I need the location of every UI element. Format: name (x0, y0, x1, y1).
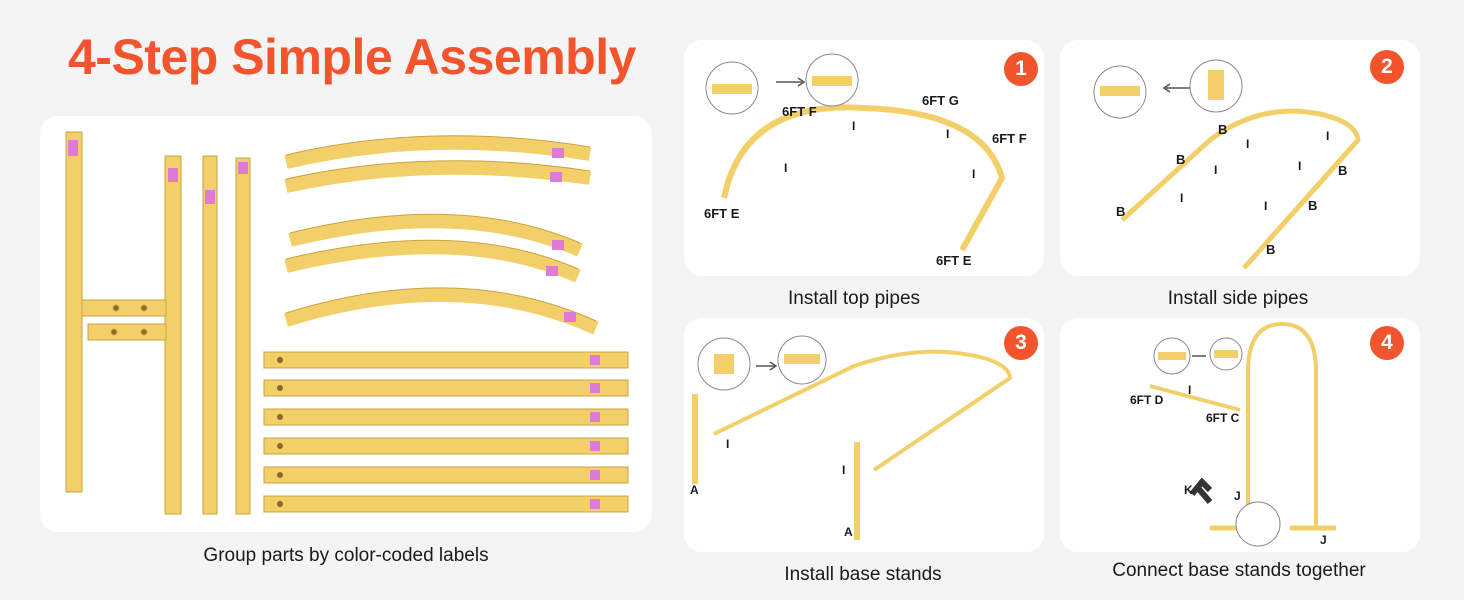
step-2-caption: Install side pipes (1167, 288, 1309, 309)
label-6ft-g: 6FT G (922, 93, 959, 108)
label-i-3: I (946, 127, 949, 141)
label-i-1: I (726, 437, 729, 451)
label-b-4: B (1338, 163, 1347, 178)
loose-base-pipe (1149, 384, 1241, 412)
straight-pipes (263, 351, 629, 513)
left-base-stand (692, 394, 698, 484)
step-4-caption: Connect base stands together (1112, 560, 1366, 581)
step-1-badge: 1 (1004, 52, 1038, 86)
label-i-4: I (1326, 129, 1329, 143)
label-j-top: J (1234, 489, 1241, 503)
page-title: 4-Step Simple Assembly (68, 29, 636, 85)
label-i-2: I (842, 463, 845, 477)
step-4-badge: 4 (1370, 326, 1404, 360)
label-k: K (1184, 483, 1193, 497)
label-i-1: I (1246, 137, 1249, 151)
label-b-1: B (1218, 122, 1227, 137)
label-a-left: A (690, 483, 699, 497)
label-6ft-c: 6FT C (1206, 411, 1240, 425)
label-i-1: I (784, 161, 787, 175)
curved-pipes (283, 135, 599, 335)
side-arch (1120, 108, 1361, 270)
frame-arch (713, 349, 1013, 472)
label-b-3: B (1116, 204, 1125, 219)
label-i-2: I (1214, 163, 1217, 177)
label-b-2: B (1176, 152, 1185, 167)
t-knob (1189, 477, 1213, 504)
label-b-6: B (1266, 242, 1275, 257)
step-1-illustration: 6FT F 6FT G 6FT F 6FT E 6FT E I I I I (704, 53, 1027, 268)
vertical-poles (65, 131, 251, 515)
step-3-card: A A I I 3 (684, 318, 1044, 552)
pink-labels (68, 140, 248, 204)
step-2-illustration: B B B B B B I I I I I I (1093, 59, 1361, 270)
top-arch (721, 104, 1006, 252)
label-6ft-d: 6FT D (1130, 393, 1164, 407)
step-4-illustration: 6FT D 6FT C K J J I (1130, 321, 1336, 547)
label-6ft-e-left: 6FT E (704, 206, 740, 221)
step-1-card: 6FT F 6FT G 6FT F 6FT E 6FT E I I I I 1 (684, 40, 1044, 276)
label-b-5: B (1308, 198, 1317, 213)
right-base-stand (854, 442, 860, 540)
label-6ft-f-left: 6FT F (782, 104, 817, 119)
label-i-3: I (1180, 191, 1183, 205)
label-i-5: I (1298, 159, 1301, 173)
full-arch-frame (1246, 321, 1318, 528)
step-3-caption: Install base stands (784, 564, 942, 585)
step-3-badge: 3 (1004, 326, 1038, 360)
step-2-badge: 2 (1370, 50, 1404, 84)
curved-pipe-labels (546, 148, 576, 322)
label-a-right: A (844, 525, 853, 539)
label-i-2: I (852, 119, 855, 133)
step-3-illustration: A A I I (690, 335, 1013, 540)
step-1-caption: Install top pipes (787, 288, 921, 309)
label-i: I (1188, 383, 1191, 397)
label-6ft-f-right: 6FT F (992, 131, 1027, 146)
base-brackets (81, 299, 167, 341)
straight-pipe-details (277, 355, 600, 509)
parts-illustration (65, 131, 629, 515)
label-i-4: I (972, 167, 975, 181)
label-i-6: I (1264, 199, 1267, 213)
step-2-card: B B B B B B I I I I I I 2 (1060, 40, 1420, 276)
parts-caption: Group parts by color-coded labels (203, 545, 489, 566)
label-j-bottom: J (1320, 533, 1327, 547)
curved-pipe-edges (285, 135, 597, 322)
label-6ft-e-right: 6FT E (936, 253, 972, 268)
parts-card (40, 116, 652, 532)
step-4-card: 6FT D 6FT C K J J I 4 (1060, 318, 1420, 552)
